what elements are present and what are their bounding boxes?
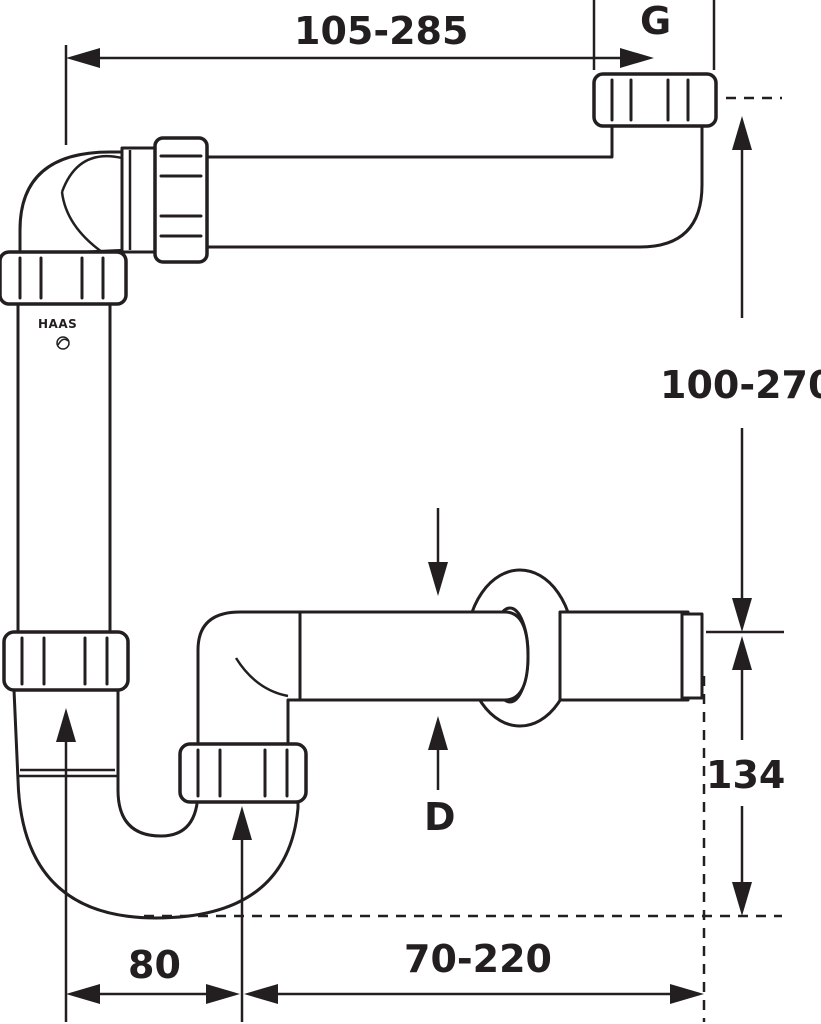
dimension-width-80: 80 xyxy=(66,943,240,1004)
dimension-label-70-220: 70-220 xyxy=(404,937,552,981)
dimension-label-134: 134 xyxy=(706,753,785,797)
upper-left-nut xyxy=(0,250,128,306)
dimension-height-134: 134 xyxy=(144,636,785,918)
dimension-diameter-d: D xyxy=(424,508,456,839)
dimension-label-105-285: 105-285 xyxy=(294,9,468,53)
outlet-pipe-front xyxy=(298,610,530,702)
dimension-extension-lines xyxy=(56,676,706,1022)
lower-middle-nut xyxy=(178,742,308,804)
dimension-width-70-220: 70-220 xyxy=(244,937,704,1004)
top-right-nut xyxy=(592,72,718,128)
lower-left-nut xyxy=(2,630,130,692)
dimension-label-80: 80 xyxy=(128,943,181,987)
dimension-height-right: 100-270 xyxy=(660,96,821,634)
left-vertical-pipe: HAAS xyxy=(16,298,112,637)
top-left-elbow xyxy=(18,146,160,257)
top-middle-nut xyxy=(153,136,209,264)
top-inlet-pipe xyxy=(198,122,704,249)
dimension-label-g: G xyxy=(640,0,671,43)
brand-logo-text: HAAS xyxy=(38,317,77,331)
u-trap xyxy=(12,688,300,920)
dimension-label-d: D xyxy=(424,795,456,839)
dimension-width-top: 105-285 G xyxy=(64,0,716,145)
wall-tube xyxy=(558,610,704,702)
dimension-label-100-270: 100-270 xyxy=(660,363,821,407)
brand-logo-icon xyxy=(56,336,70,350)
